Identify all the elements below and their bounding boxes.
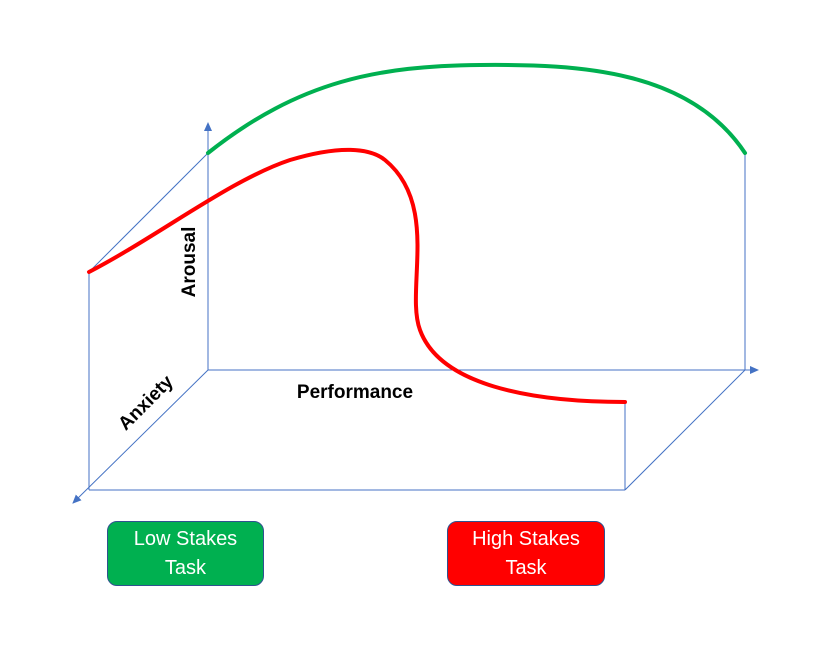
anxiety-axis [72,369,209,504]
low-stakes-curve [206,62,747,155]
high-stakes-curve [87,147,627,404]
high-stakes-task-legend: High Stakes Task [447,521,605,586]
high-stakes-label-line1: High Stakes [472,527,580,550]
low-stakes-label-line2: Task [164,556,207,579]
performance-label: Performance [297,382,413,403]
low-stakes-task-legend: Low Stakes Task [107,521,264,586]
arousal-label: Arousal [179,227,200,298]
high-stakes-label-line2: Task [505,556,547,579]
low-stakes-label-line1: Low Stakes [133,527,238,550]
top-left-connector [88,152,209,273]
anxiety-label: Anxiety [114,371,178,435]
right-floor-edge [624,369,746,491]
